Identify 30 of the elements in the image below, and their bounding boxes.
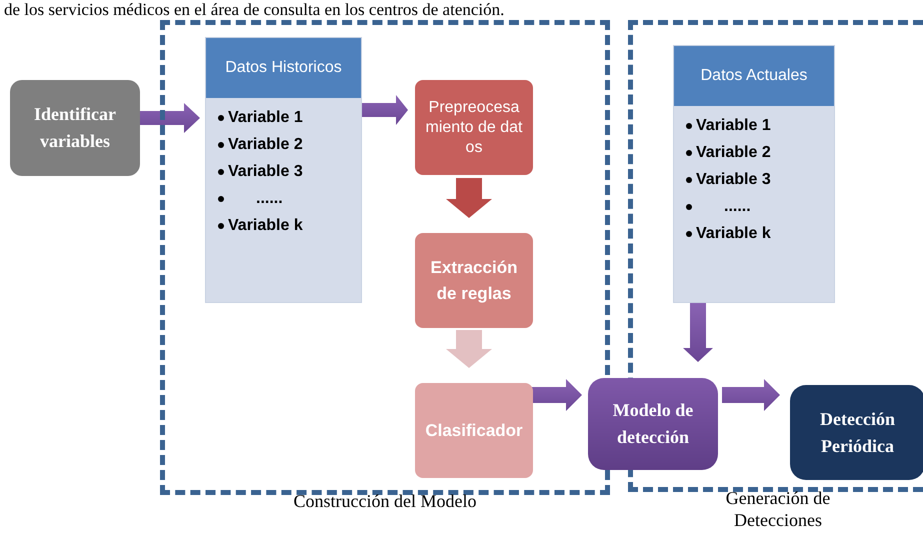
process-box: Identificar variables bbox=[10, 80, 140, 176]
list-item: Variable 3 bbox=[228, 162, 303, 182]
process-box: Clasificador bbox=[415, 383, 533, 478]
panel-header: Datos Historicos bbox=[206, 38, 361, 98]
list-item: Variable 1 bbox=[696, 116, 771, 136]
group-caption: Construcción del Modelo bbox=[292, 490, 478, 512]
data-list-panel bbox=[673, 45, 835, 303]
list-item: Variable 1 bbox=[228, 108, 303, 128]
block-arrow bbox=[446, 330, 492, 368]
process-box: Modelo de detección bbox=[588, 378, 718, 470]
list-item: ...... bbox=[723, 197, 751, 217]
data-list-panel bbox=[205, 37, 362, 303]
list-item: ...... bbox=[255, 189, 283, 209]
list-item: Variable k bbox=[228, 216, 303, 236]
list-item: Variable 2 bbox=[228, 135, 303, 155]
block-arrow bbox=[683, 302, 713, 362]
block-arrow bbox=[446, 178, 492, 218]
process-box: Prepreocesamiento de datos bbox=[415, 80, 533, 175]
block-arrow bbox=[140, 103, 200, 133]
list-item: Variable k bbox=[696, 224, 771, 244]
panel-header: Datos Actuales bbox=[674, 46, 834, 106]
block-arrow bbox=[722, 379, 780, 411]
list-item: Variable 3 bbox=[696, 170, 771, 190]
process-box: Detección Periódica bbox=[790, 385, 923, 480]
block-arrow bbox=[362, 95, 408, 125]
group-caption: Generación de Detecciones bbox=[724, 487, 832, 531]
block-arrow bbox=[530, 379, 582, 411]
text-line: de los servicios médicos en el área de consulta en los centros de atención. bbox=[4, 0, 504, 19]
process-box: Extracción de reglas bbox=[415, 233, 533, 328]
list-item: Variable 2 bbox=[696, 143, 771, 163]
